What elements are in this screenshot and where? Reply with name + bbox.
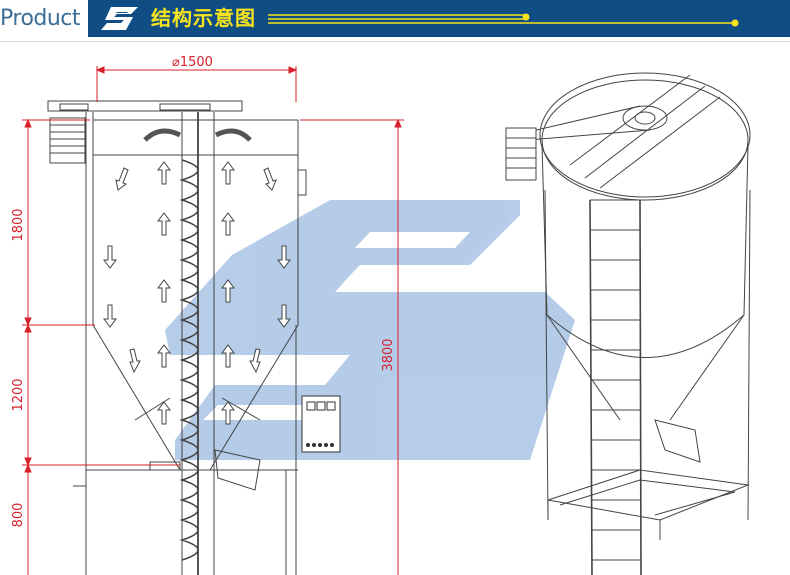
flow-arrows	[103, 161, 291, 425]
section-header: Product 结构示意图	[0, 0, 790, 37]
dimension-lines	[22, 66, 404, 575]
company-s-logo-icon	[101, 7, 138, 30]
control-panel	[301, 395, 341, 453]
height-lower-label: 800	[11, 503, 26, 528]
watermark-logo	[165, 200, 575, 460]
content-frame	[0, 41, 790, 575]
height-upper-label: 1800	[11, 208, 26, 241]
section-title: 结构示意图	[151, 6, 256, 30]
product-label: Product	[0, 6, 81, 31]
decorative-lines	[268, 13, 739, 27]
mixer-perspective-view	[505, 72, 751, 575]
height-middle-label: 1200	[11, 378, 26, 411]
height-total-label: 3800	[381, 338, 396, 371]
diameter-label: ⌀1500	[172, 55, 213, 70]
